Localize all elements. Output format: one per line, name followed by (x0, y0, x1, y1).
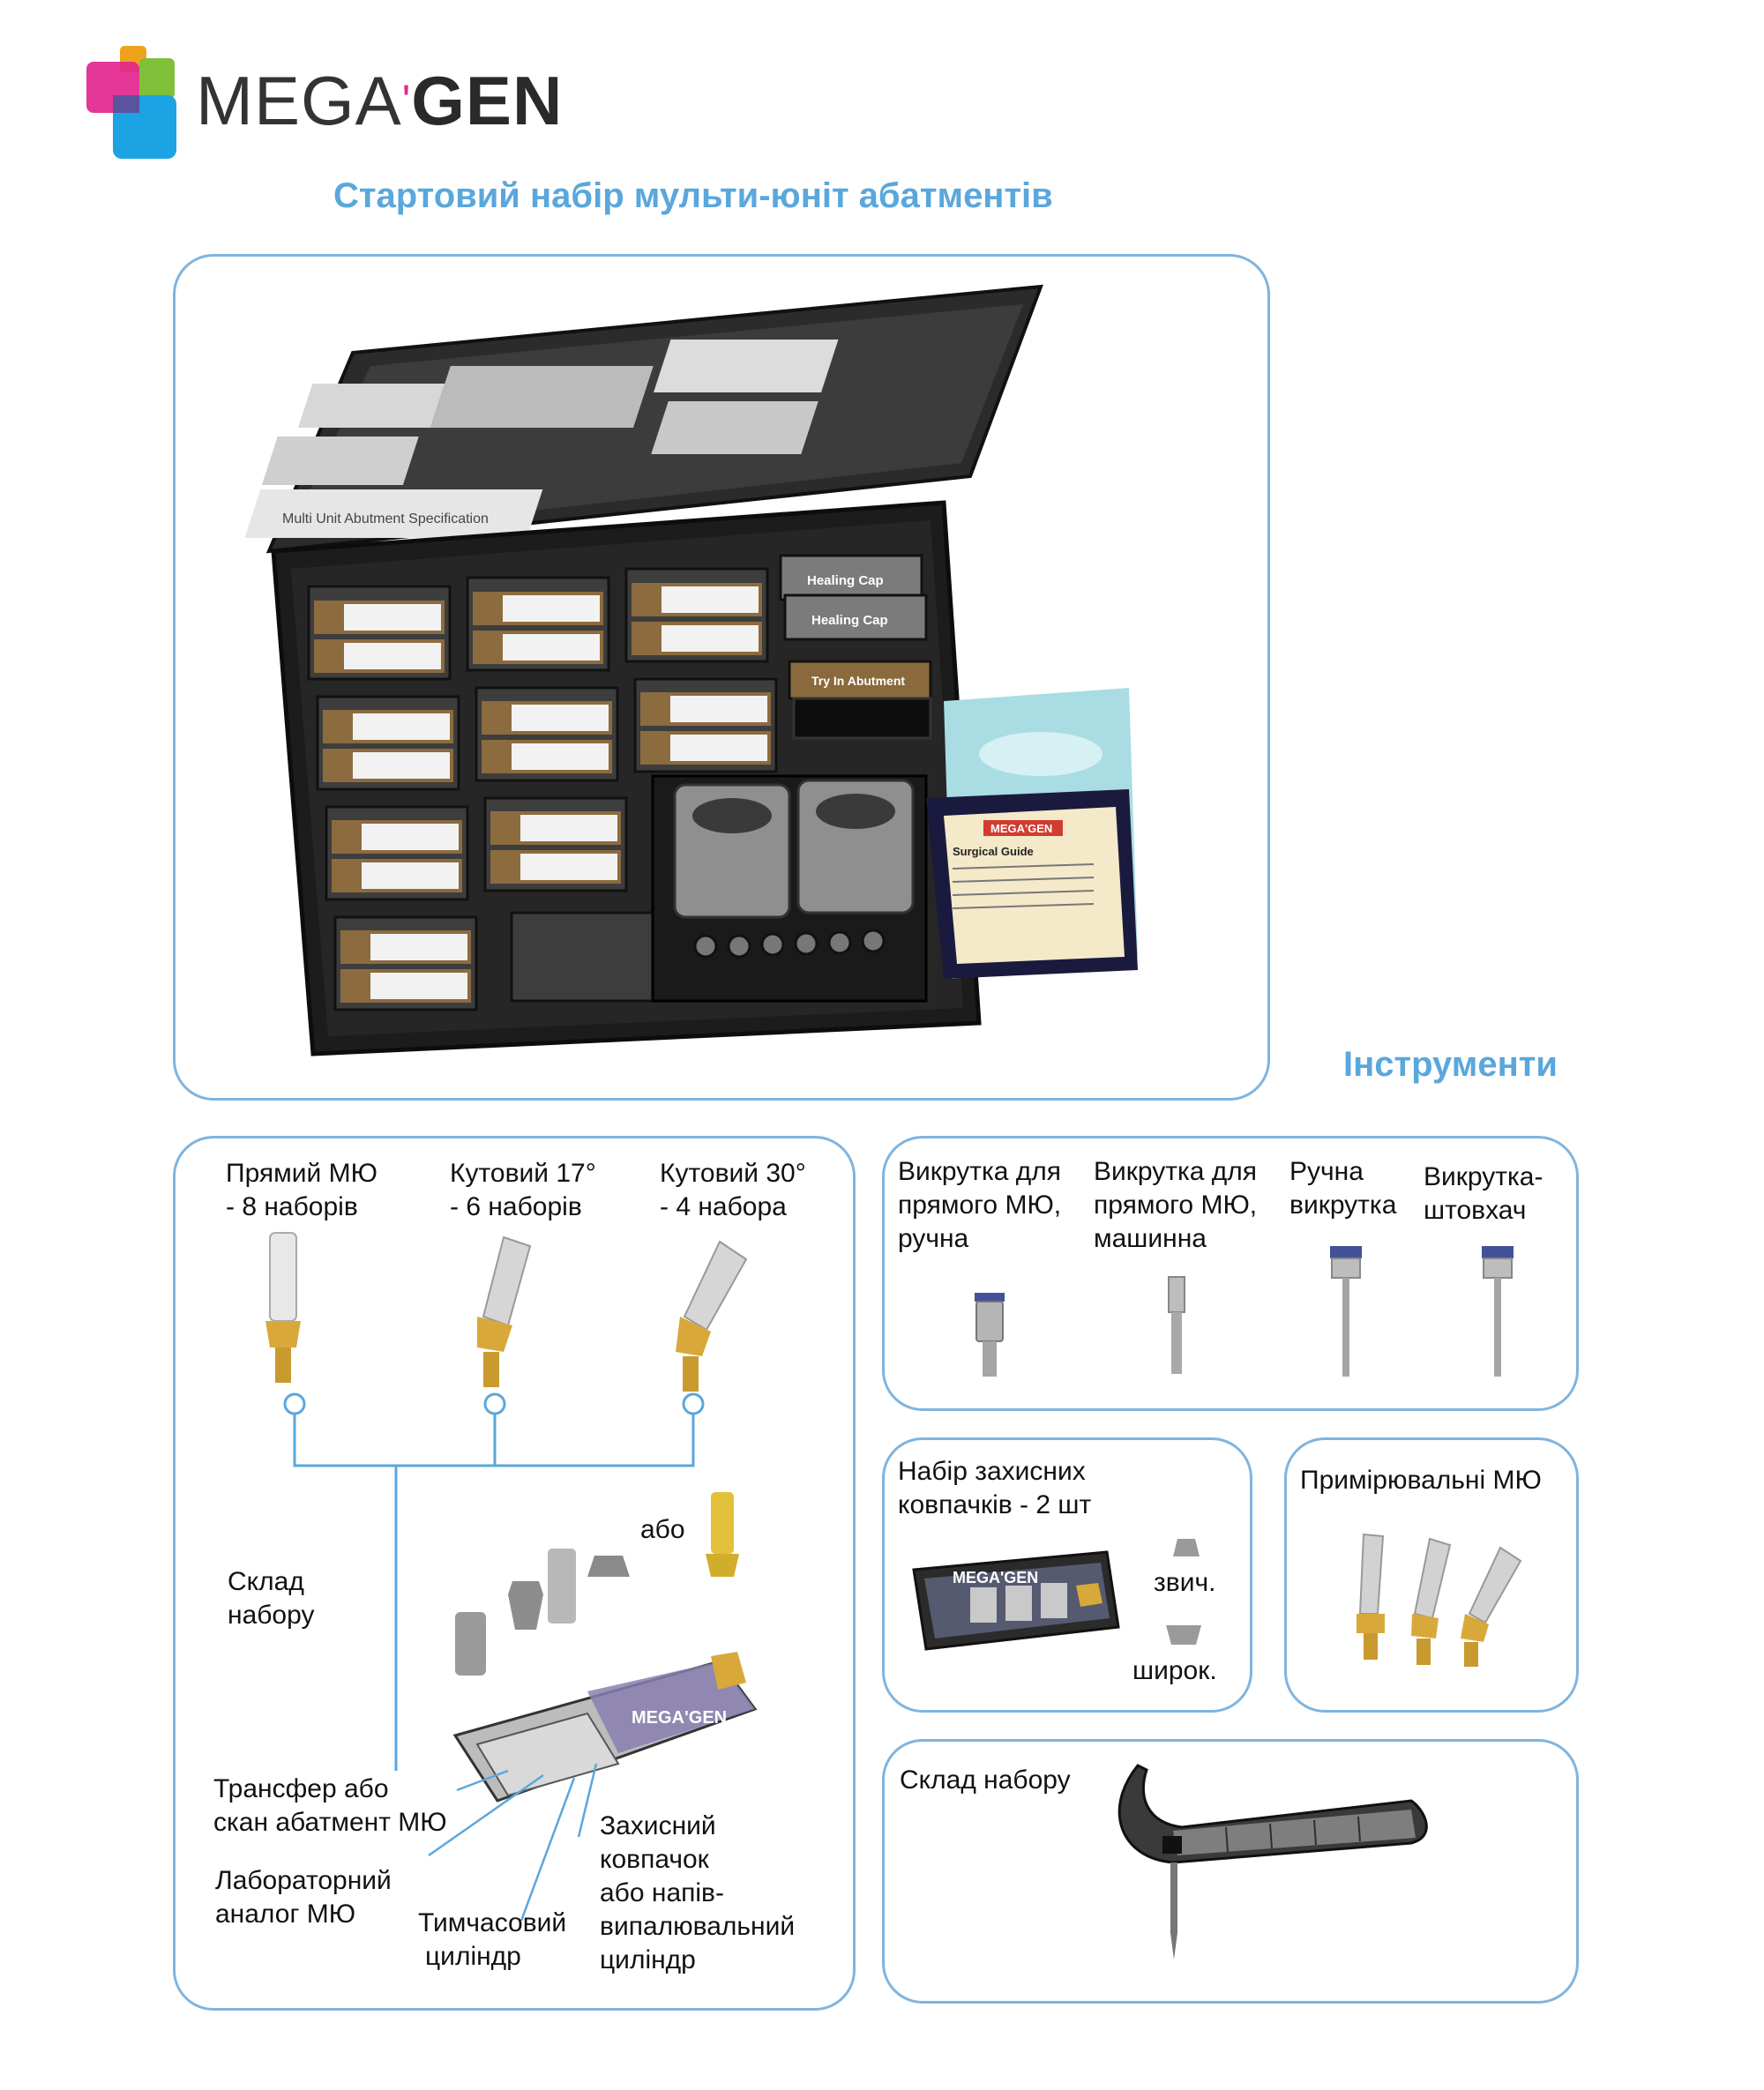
angled-30-label: Кутовий 30° - 4 набора (660, 1159, 806, 1221)
surgical-guide-illustration (1117, 1764, 1428, 1959)
regular-cap-icon (1173, 1539, 1200, 1556)
kit-box-icon: MEGA'GEN (452, 1652, 758, 1803)
try-in-title: Примірювальні МЮ (1300, 1466, 1542, 1495)
hand-screwdriver-short-icon (975, 1293, 1005, 1377)
angled-30-abutment-icon (676, 1240, 748, 1392)
kit-contents-label: Склад набору (228, 1567, 315, 1630)
protective-cap-callout: Захисний ковпачок або напів- випалювальн… (600, 1811, 796, 1974)
hand-screwdriver-long-icon (1330, 1246, 1362, 1377)
abutment-tree-illustration: MEGA'GEN (265, 1232, 758, 1922)
straight-mu-label: Прямий МЮ - 8 наборів (226, 1159, 377, 1221)
straight-abutment-icon (265, 1232, 301, 1383)
regular-cap-label: звич. (1154, 1568, 1216, 1597)
guide-panel-title: Склад набору (900, 1765, 1071, 1795)
temp-cylinder-callout: Тимчасовий циліндр (418, 1908, 567, 1971)
tray-try-in: Try In Abutment (811, 674, 905, 688)
tool-straight-machine-label: Викрутка для прямого МЮ, машинна (1094, 1157, 1258, 1253)
transfer-callout: Трансфер або скан абатмент МЮ (213, 1774, 447, 1837)
tools-illustration (975, 1246, 1514, 1377)
kit-box-brand: MEGA'GEN (632, 1708, 727, 1728)
guide-brand-label: MEGA'GEN (990, 822, 1052, 835)
tools-panel (882, 1136, 1579, 1411)
kit-components-icon (455, 1492, 739, 1676)
page-title: Стартовий набір мульти-юніт абатментів (333, 176, 1053, 215)
caps-panel-title: Набір захисних ковпачків - 2 шт (898, 1457, 1092, 1519)
guide-title-label: Surgical Guide (953, 845, 1034, 858)
caps-box-brand: MEGA'GEN (953, 1569, 1038, 1586)
tool-pusher-label: Викрутка- штовхач (1424, 1162, 1544, 1225)
wide-cap-label: широк. (1132, 1656, 1217, 1685)
tool-hand-driver-label: Ручна викрутка (1289, 1157, 1397, 1220)
try-in-abutments-illustration (1357, 1533, 1522, 1667)
tool-straight-hand-label: Викрутка для прямого МЮ, ручна (898, 1157, 1062, 1253)
lab-analog-callout: Лабораторний аналог МЮ (215, 1866, 392, 1929)
tray-healing-cap-1: Healing Cap (807, 573, 884, 588)
angled-17-abutment-icon (477, 1235, 532, 1387)
surgical-guide-panel (882, 1739, 1579, 2004)
guide-logo-icon (1162, 1836, 1182, 1854)
megagen-wordmark: MEGA'GEN (196, 65, 563, 136)
instruments-heading: Інструменти (1343, 1045, 1558, 1084)
tray-healing-cap-2: Healing Cap (811, 613, 888, 628)
megagen-logo-mark (86, 46, 176, 159)
caps-box-illustration: MEGA'GEN (912, 1539, 1201, 1651)
lid-caption: Multi Unit Abutment Specification (282, 511, 489, 526)
logo-text-gen: GEN (411, 62, 564, 139)
logo-apostrophe-icon: ' (401, 76, 412, 125)
angled-17-label: Кутовий 17° - 6 наборів (450, 1159, 596, 1221)
kit-illustration: Multi Unit Abutment Specification (244, 284, 1138, 1056)
wide-cap-icon (1166, 1625, 1201, 1645)
pusher-screwdriver-icon (1482, 1246, 1514, 1377)
machine-screwdriver-icon (1168, 1276, 1185, 1374)
or-label: або (640, 1515, 685, 1544)
logo-text-mega: MEGA (196, 62, 402, 139)
